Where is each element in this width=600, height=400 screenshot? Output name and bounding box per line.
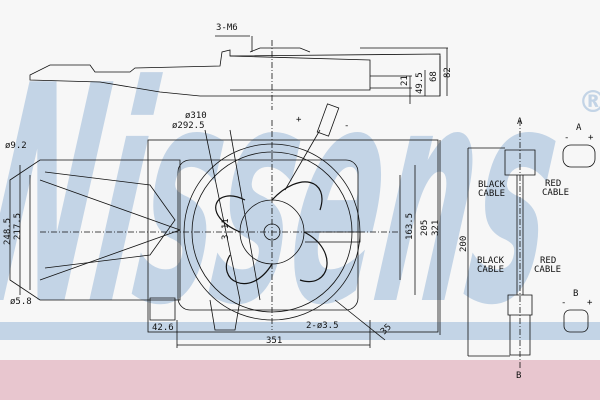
- dim-205: 205: [420, 220, 430, 236]
- width-351: 351: [266, 336, 282, 346]
- pink-band: [0, 360, 600, 400]
- hole-top: ø9.2: [5, 141, 27, 151]
- view-a-side-label: A: [576, 123, 582, 133]
- black-cable-top-2: CABLE: [478, 189, 505, 199]
- red-cable-top-2: CABLE: [542, 188, 569, 198]
- view-b-side-label: B: [573, 289, 578, 299]
- red-cable-bottom-2: CABLE: [534, 265, 561, 275]
- dim-21: 21: [400, 75, 410, 86]
- red-cable-top-1: RED: [545, 179, 561, 189]
- front-dims: [19, 129, 441, 348]
- plus-sign: +: [296, 115, 302, 125]
- black-cable-top-1: BLACK: [478, 180, 506, 190]
- dim-321: 321: [431, 220, 441, 236]
- dim-163-5: 163.5: [405, 213, 415, 240]
- dim-82: 82: [443, 67, 453, 78]
- blue-stripe: [0, 322, 600, 340]
- dim-42-6: 42.6: [152, 323, 174, 333]
- height-outer: 248.5: [3, 218, 13, 245]
- dia-inner: ø292.5: [172, 121, 205, 131]
- length-200: 200: [459, 236, 469, 252]
- height-inner: 217.5: [13, 213, 23, 240]
- bolt-label: 3-M6: [216, 23, 238, 33]
- watermark: Nissens ®: [0, 22, 600, 371]
- view-a-label: A: [517, 117, 523, 127]
- red-cable-bottom-1: RED: [540, 256, 556, 266]
- plus-a: +: [588, 133, 594, 143]
- hole-bottom: ø5.8: [10, 297, 32, 307]
- view-b-label: B: [516, 371, 521, 381]
- black-cable-bottom-1: BLACK: [477, 256, 505, 266]
- svg-text:®: ®: [578, 85, 600, 120]
- connector-drawing: [467, 120, 596, 370]
- minus-a: -: [564, 133, 569, 143]
- fan-shroud: [40, 103, 400, 330]
- fan-frame: [9, 139, 439, 333]
- plus-b: +: [587, 298, 593, 308]
- dim-49-5: 49.5: [415, 72, 425, 94]
- minus-sign: -: [344, 121, 349, 131]
- dim-68: 68: [429, 71, 439, 82]
- svg-text:Nissens: Nissens: [0, 22, 577, 371]
- holes-label: 2-ø3.5: [306, 321, 339, 331]
- top-view: [29, 35, 448, 110]
- center-label: 3-11: [221, 218, 231, 240]
- minus-b: -: [561, 298, 566, 308]
- black-cable-bottom-2: CABLE: [477, 265, 504, 275]
- dia-outer: ø310: [185, 111, 207, 121]
